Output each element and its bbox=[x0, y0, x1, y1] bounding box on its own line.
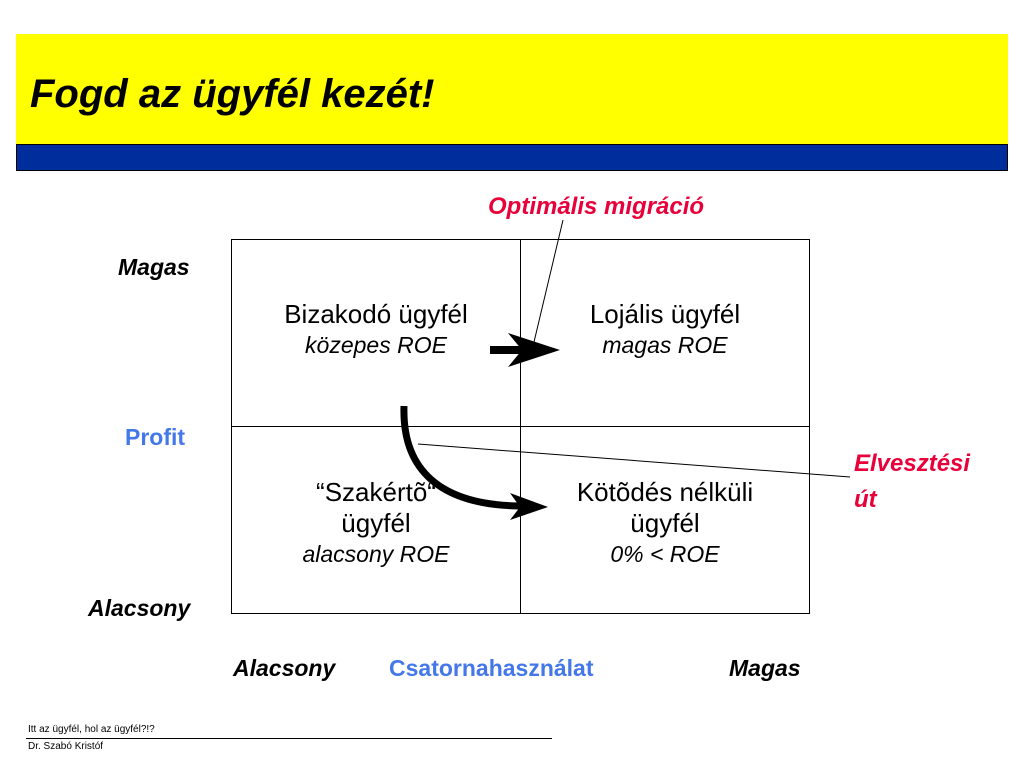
quadrant-top-right: Lojális ügyfél magas ROE bbox=[520, 239, 810, 427]
quadrant-name-line1: Kötõdés nélküli bbox=[576, 477, 754, 507]
quadrant-name: Lojális ügyfél bbox=[589, 298, 741, 329]
footer-subtitle: Itt az ügyfél, hol az ügyfél?!? bbox=[28, 724, 155, 735]
footer-author: Dr. Szabó Kristóf bbox=[28, 741, 104, 752]
quadrant-name-line2: ügyfél bbox=[630, 508, 700, 538]
loss-callout-line bbox=[417, 443, 851, 478]
x-axis-low-label: Alacsony bbox=[233, 655, 336, 681]
quadrant-roe: 0% < ROE bbox=[610, 541, 720, 567]
optimal-callout-line bbox=[533, 219, 564, 343]
x-axis-name-label: Csatornahasználat bbox=[389, 655, 594, 681]
y-axis-name-label: Profit bbox=[125, 424, 186, 450]
title-bar: Fogd az ügyfél kezét! bbox=[16, 34, 1008, 144]
quadrant-name: Bizakodó ügyfél bbox=[284, 298, 468, 329]
quadrant-bottom-left: “Szakértõ“ ügyfél alacsony ROE bbox=[231, 426, 521, 614]
quadrant-roe: magas ROE bbox=[602, 331, 728, 358]
quadrant-name-line1: “Szakértõ“ bbox=[316, 477, 436, 507]
quadrant-roe: közepes ROE bbox=[305, 331, 447, 358]
loss-arrow-curve bbox=[400, 405, 521, 510]
quadrant-bottom-right: Kötõdés nélküli ügyfél 0% < ROE bbox=[520, 426, 810, 614]
loss-arrow-head bbox=[510, 493, 548, 520]
x-axis-high-label: Magas bbox=[729, 655, 801, 681]
title-underline-band bbox=[16, 144, 1008, 171]
optimal-migration-label: Optimális migráció bbox=[488, 193, 705, 220]
quadrant-name-line2: ügyfél bbox=[341, 508, 411, 538]
quadrant-roe: alacsony ROE bbox=[302, 541, 450, 567]
slide-title: Fogd az ügyfél kezét! bbox=[30, 72, 435, 116]
loss-path-label-line2: út bbox=[854, 486, 877, 513]
optimal-arrow-head bbox=[508, 333, 560, 367]
y-axis-low-label: Alacsony bbox=[88, 595, 191, 621]
y-axis-high-label: Magas bbox=[118, 254, 190, 280]
loss-path-label-line1: Elvesztési bbox=[854, 450, 971, 477]
footer-divider bbox=[26, 738, 552, 739]
